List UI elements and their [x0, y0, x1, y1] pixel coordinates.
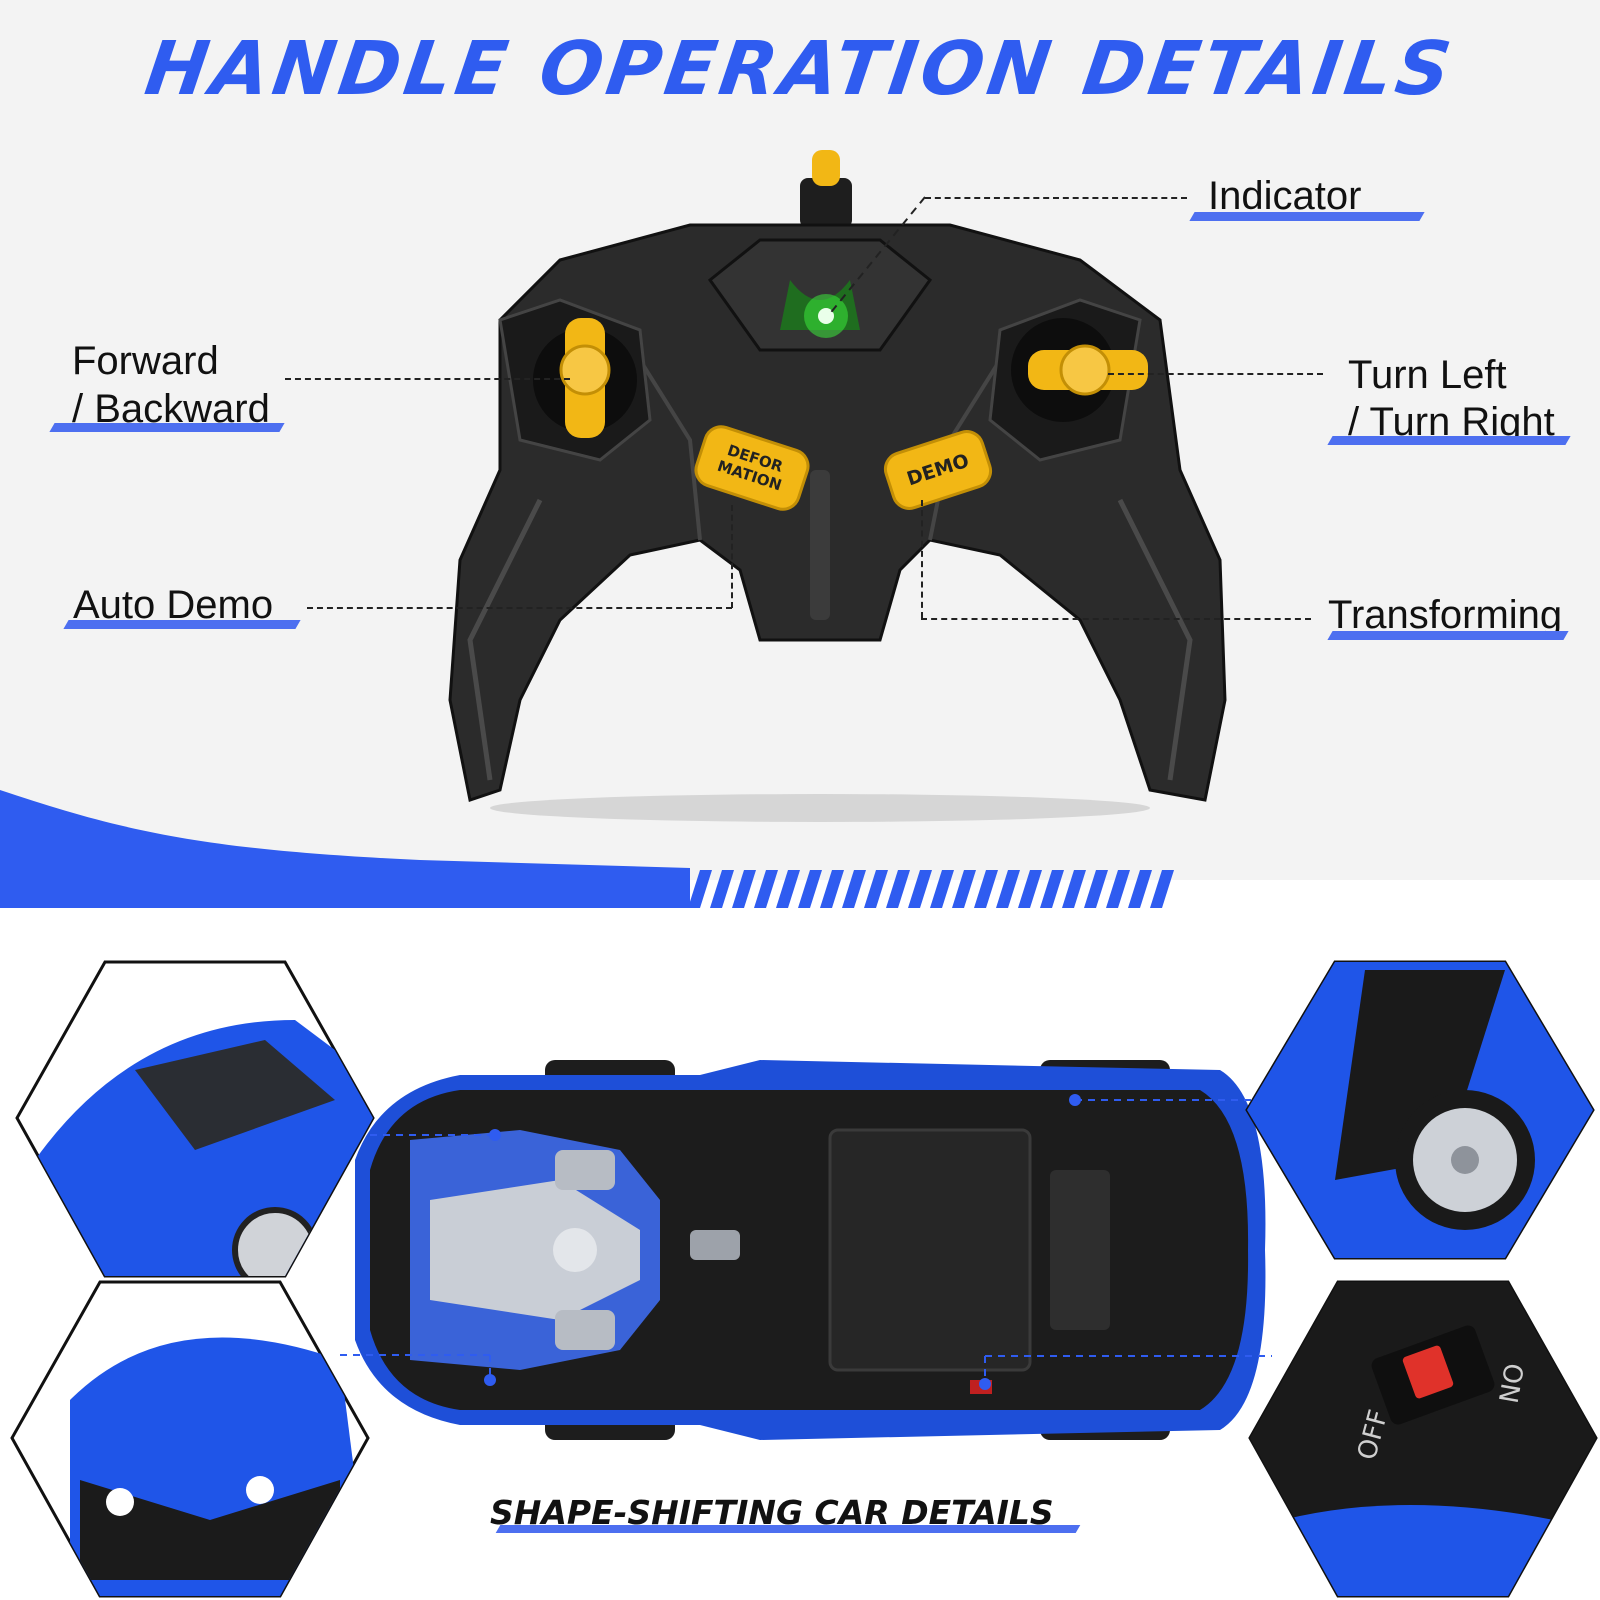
leader-transforming: [921, 618, 1311, 620]
underline-turn: [1327, 436, 1571, 445]
remote-controller: [448, 150, 1227, 822]
underline-indicator: [1189, 212, 1425, 221]
hexagon-hood-view: [15, 960, 375, 1278]
bottom-title: SHAPE-SHIFTING CAR DETAILS: [490, 1493, 1054, 1532]
leader-transforming-vertical: [921, 500, 923, 618]
leader-auto-demo: [307, 607, 732, 609]
underline-forward: [49, 423, 285, 432]
callout-auto-demo: Auto Demo: [73, 583, 274, 627]
hexagon-headlight-view: [10, 1280, 370, 1598]
callout-forward-line1: Forward: [72, 339, 219, 383]
leader-indicator-diagonal: [827, 196, 926, 317]
hexagon-power-switch-view: [1248, 1280, 1598, 1598]
underline-auto-demo: [63, 620, 301, 629]
car-underside: [318, 1060, 1272, 1440]
blue-swoosh: [0, 790, 1174, 908]
demo-label: DEMO: [904, 449, 972, 491]
callout-turn-line1: Turn Left: [1348, 353, 1507, 397]
leader-forward: [285, 378, 570, 380]
underline-transforming: [1327, 631, 1569, 640]
hexagon-door-view: [1245, 960, 1595, 1260]
callout-transforming: Transforming: [1328, 593, 1563, 637]
leader-auto-demo-vertical: [731, 505, 733, 608]
speed-stripes: [688, 870, 1174, 908]
callout-indicator: Indicator: [1208, 174, 1362, 218]
leader-turn: [1108, 373, 1323, 375]
leader-indicator: [925, 197, 1187, 199]
